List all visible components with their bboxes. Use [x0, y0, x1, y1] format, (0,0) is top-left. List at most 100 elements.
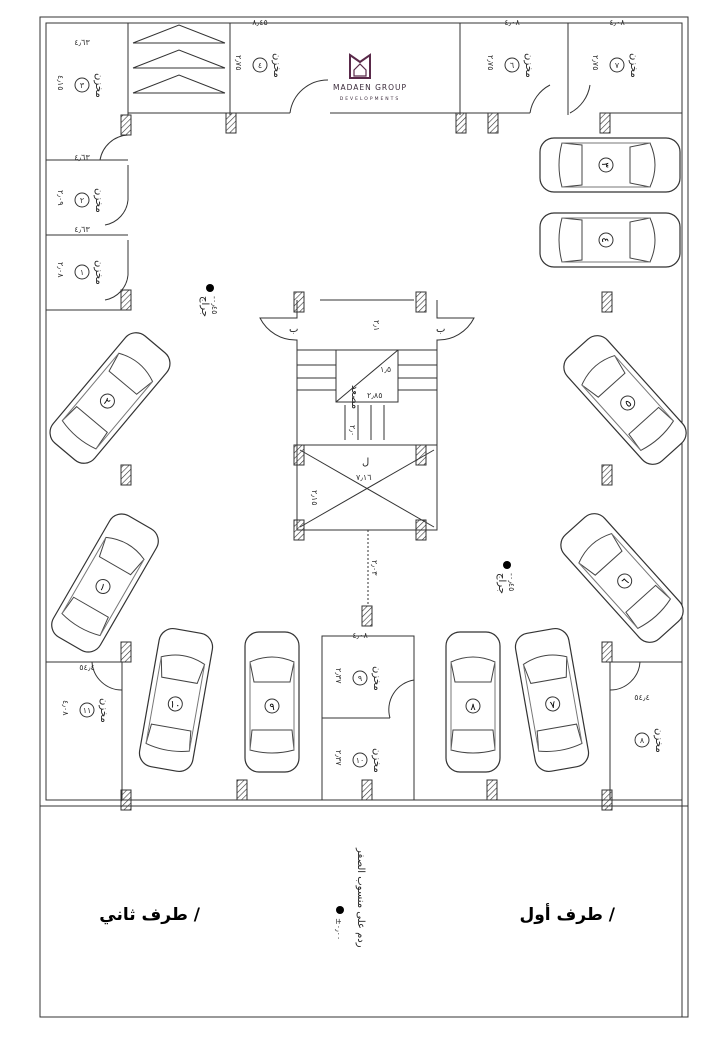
- column: [293, 291, 305, 313]
- store-width-dim: ٤٫٠٨: [352, 631, 368, 640]
- garage-level-mark: -٠٫٤٥ جراج: [496, 561, 516, 594]
- store-width-dim: ٤٫٠٨: [609, 18, 625, 27]
- column: [415, 519, 427, 541]
- party-one-label: طرف أول /: [519, 903, 615, 925]
- car-number: ٦: [620, 576, 631, 588]
- store-width-dim: ٥٤٫٤: [634, 693, 650, 702]
- lobby-height-dim: ٢٫١٥: [310, 490, 319, 506]
- lobby-mark: ل: [362, 457, 369, 468]
- column: [487, 112, 499, 134]
- parking-car: ٨: [445, 631, 501, 773]
- column: [293, 519, 305, 541]
- store-width-dim: ٤٫٠٨: [504, 18, 520, 27]
- lobby-width-dim: ٧٫١٦: [356, 473, 372, 482]
- elevator-height-dim: ١٫٥: [380, 365, 391, 374]
- column: [601, 291, 613, 313]
- core-gap-dim: ٢٫٠٣: [370, 560, 379, 576]
- store-label: مخزن: [371, 666, 382, 691]
- store-height-dim: ٢٫٧٥: [234, 55, 243, 71]
- column: [601, 464, 613, 486]
- column: [293, 444, 305, 466]
- parking-car: ٦: [560, 513, 684, 643]
- store-width-dim: ٤٫٦٣: [74, 38, 90, 47]
- logo-subtitle: DEVELOPMENTS: [340, 96, 401, 102]
- car-number: ٤: [599, 237, 610, 242]
- store-width-dim: ٨٫٤٥: [252, 18, 268, 27]
- store-number: ١٠: [356, 756, 365, 765]
- parking-car: ١: [51, 513, 159, 653]
- elevator: [335, 349, 399, 403]
- store-height-dim: ٢٫٣٧: [334, 750, 343, 766]
- store-height-dim: ٢٫٧٥: [486, 55, 495, 71]
- store-number: ٤: [258, 61, 262, 70]
- store-number: ٢: [80, 196, 84, 205]
- parking-car: ٥: [563, 335, 687, 465]
- store-number: ٩: [358, 674, 362, 683]
- store-label: مخزن: [523, 53, 534, 78]
- column: [120, 289, 132, 311]
- column: [236, 779, 248, 801]
- column: [361, 779, 373, 801]
- door-right-mark: ب: [436, 324, 445, 335]
- column: [120, 789, 132, 811]
- store-width-dim: ٤٫٦٣: [74, 225, 90, 234]
- column: [599, 112, 611, 134]
- store-height-dim: ٢٫٠٨: [56, 262, 65, 278]
- column: [120, 641, 132, 663]
- party-two-label: طرف ثاني /: [99, 905, 201, 925]
- car-number: ١: [97, 582, 107, 594]
- store-room: مخزن ٩ ٤٫٠٨ ٢٫٣٧: [334, 631, 382, 691]
- logo-name: MADAEN GROUP: [333, 83, 407, 92]
- store-label: مخزن: [653, 728, 664, 753]
- store-height-dim: ٢٫٧٥: [591, 55, 600, 71]
- store-room: مخزن ٦ ٤٫٠٨ ٢٫٧٥: [486, 18, 534, 78]
- svg-text:-٠٫٤٥: -٠٫٤٥: [507, 573, 516, 591]
- store-height-dim: ٤٫٠٨: [61, 700, 70, 716]
- ramp: [132, 24, 226, 94]
- store-number: ٣: [80, 81, 85, 90]
- store-number: ٦: [510, 61, 514, 70]
- store-width-dim: ٥٤٫٤: [79, 663, 95, 672]
- car-number: ٢: [101, 396, 112, 408]
- elevator-dim: ٢٫٨٥: [367, 391, 383, 400]
- car-number: ٩: [269, 702, 274, 713]
- svg-text:جراج: جراج: [199, 296, 210, 317]
- column: [120, 114, 132, 136]
- stair-dim: ٢٫٠: [348, 425, 357, 436]
- column: [601, 641, 613, 663]
- svg-text:جراج: جراج: [496, 573, 507, 594]
- door-left-mark: ب: [289, 324, 298, 335]
- outer-boundary: [39, 16, 689, 1018]
- column: [455, 112, 467, 134]
- company-logo: MADAEN GROUP DEVELOPMENTS: [333, 53, 407, 102]
- column: [361, 605, 373, 627]
- store-label: مخزن: [93, 73, 104, 98]
- store-label: مخزن: [371, 748, 382, 773]
- store-label: مخزن: [93, 188, 104, 213]
- car-number: ٥: [623, 398, 634, 410]
- store-number: ٧: [615, 61, 620, 70]
- parking-car: ١٠: [138, 627, 214, 773]
- column: [601, 789, 613, 811]
- level-mark: ±٠٫٠٠: [334, 918, 343, 940]
- column: [415, 291, 427, 313]
- parking-car: ٤: [539, 212, 681, 268]
- parking-car: ٩: [244, 631, 300, 773]
- store-room: مخزن ١٠ ٢٫٣٧: [334, 748, 382, 773]
- car-number: ٧: [549, 699, 557, 711]
- column: [225, 112, 237, 134]
- column: [486, 779, 498, 801]
- store-height-dim: ٤٫١٥: [56, 75, 65, 91]
- car-number: ١٠: [169, 699, 181, 712]
- parking-car: ٣: [539, 137, 681, 193]
- store-number: ١١: [83, 706, 92, 715]
- store-height-dim: ٢٫٣٧: [334, 668, 343, 684]
- level-mark-icon: [336, 906, 344, 914]
- elevator-label: مصعد: [349, 385, 360, 409]
